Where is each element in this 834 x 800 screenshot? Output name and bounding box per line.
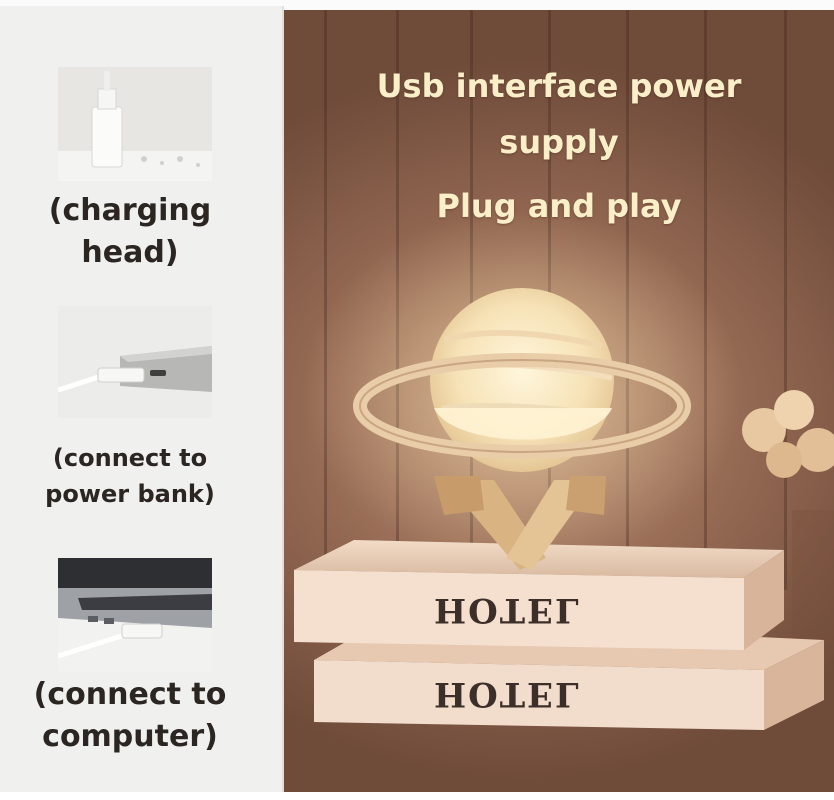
usage-sidebar: (charging head) (connect to power bank) <box>0 6 284 792</box>
saturn-lamp <box>353 288 691 472</box>
charging-head-photo <box>58 67 212 181</box>
caption-line: (connect to <box>33 677 227 712</box>
wall-stripe <box>324 10 327 590</box>
wooden-stand <box>434 476 606 570</box>
computer-caption: (connect to computer) <box>0 674 260 758</box>
computer-photo <box>58 558 212 672</box>
caption-line: (charging <box>48 193 212 228</box>
caption-line: computer) <box>42 719 218 754</box>
charging-head-caption: (charging head) <box>0 190 260 274</box>
bottom-border <box>0 792 834 800</box>
headline-line: Usb interface power <box>376 67 742 105</box>
laptop-icon <box>58 558 212 672</box>
caption-line: (connect to <box>52 444 208 472</box>
wall-stripe <box>784 10 787 590</box>
lamp-scene <box>294 210 834 730</box>
headline-line: supply <box>499 123 619 161</box>
caption-line: head) <box>81 235 179 270</box>
power-bank-photo <box>58 306 212 418</box>
lamp-photo: Usb interface power supply Plug and play… <box>284 10 834 792</box>
headline: Usb interface power supply <box>284 58 834 170</box>
usb-charger-icon <box>58 67 212 181</box>
power-bank-caption: (connect to power bank) <box>0 440 260 512</box>
book-spine-text-bottom: HOTEL <box>434 674 581 714</box>
caption-line: power bank) <box>45 480 215 508</box>
subheadline: Plug and play <box>436 187 682 225</box>
dried-flowers <box>742 390 834 660</box>
book-spine-text-top: HOTEL <box>434 590 581 630</box>
power-bank-icon <box>58 306 212 418</box>
